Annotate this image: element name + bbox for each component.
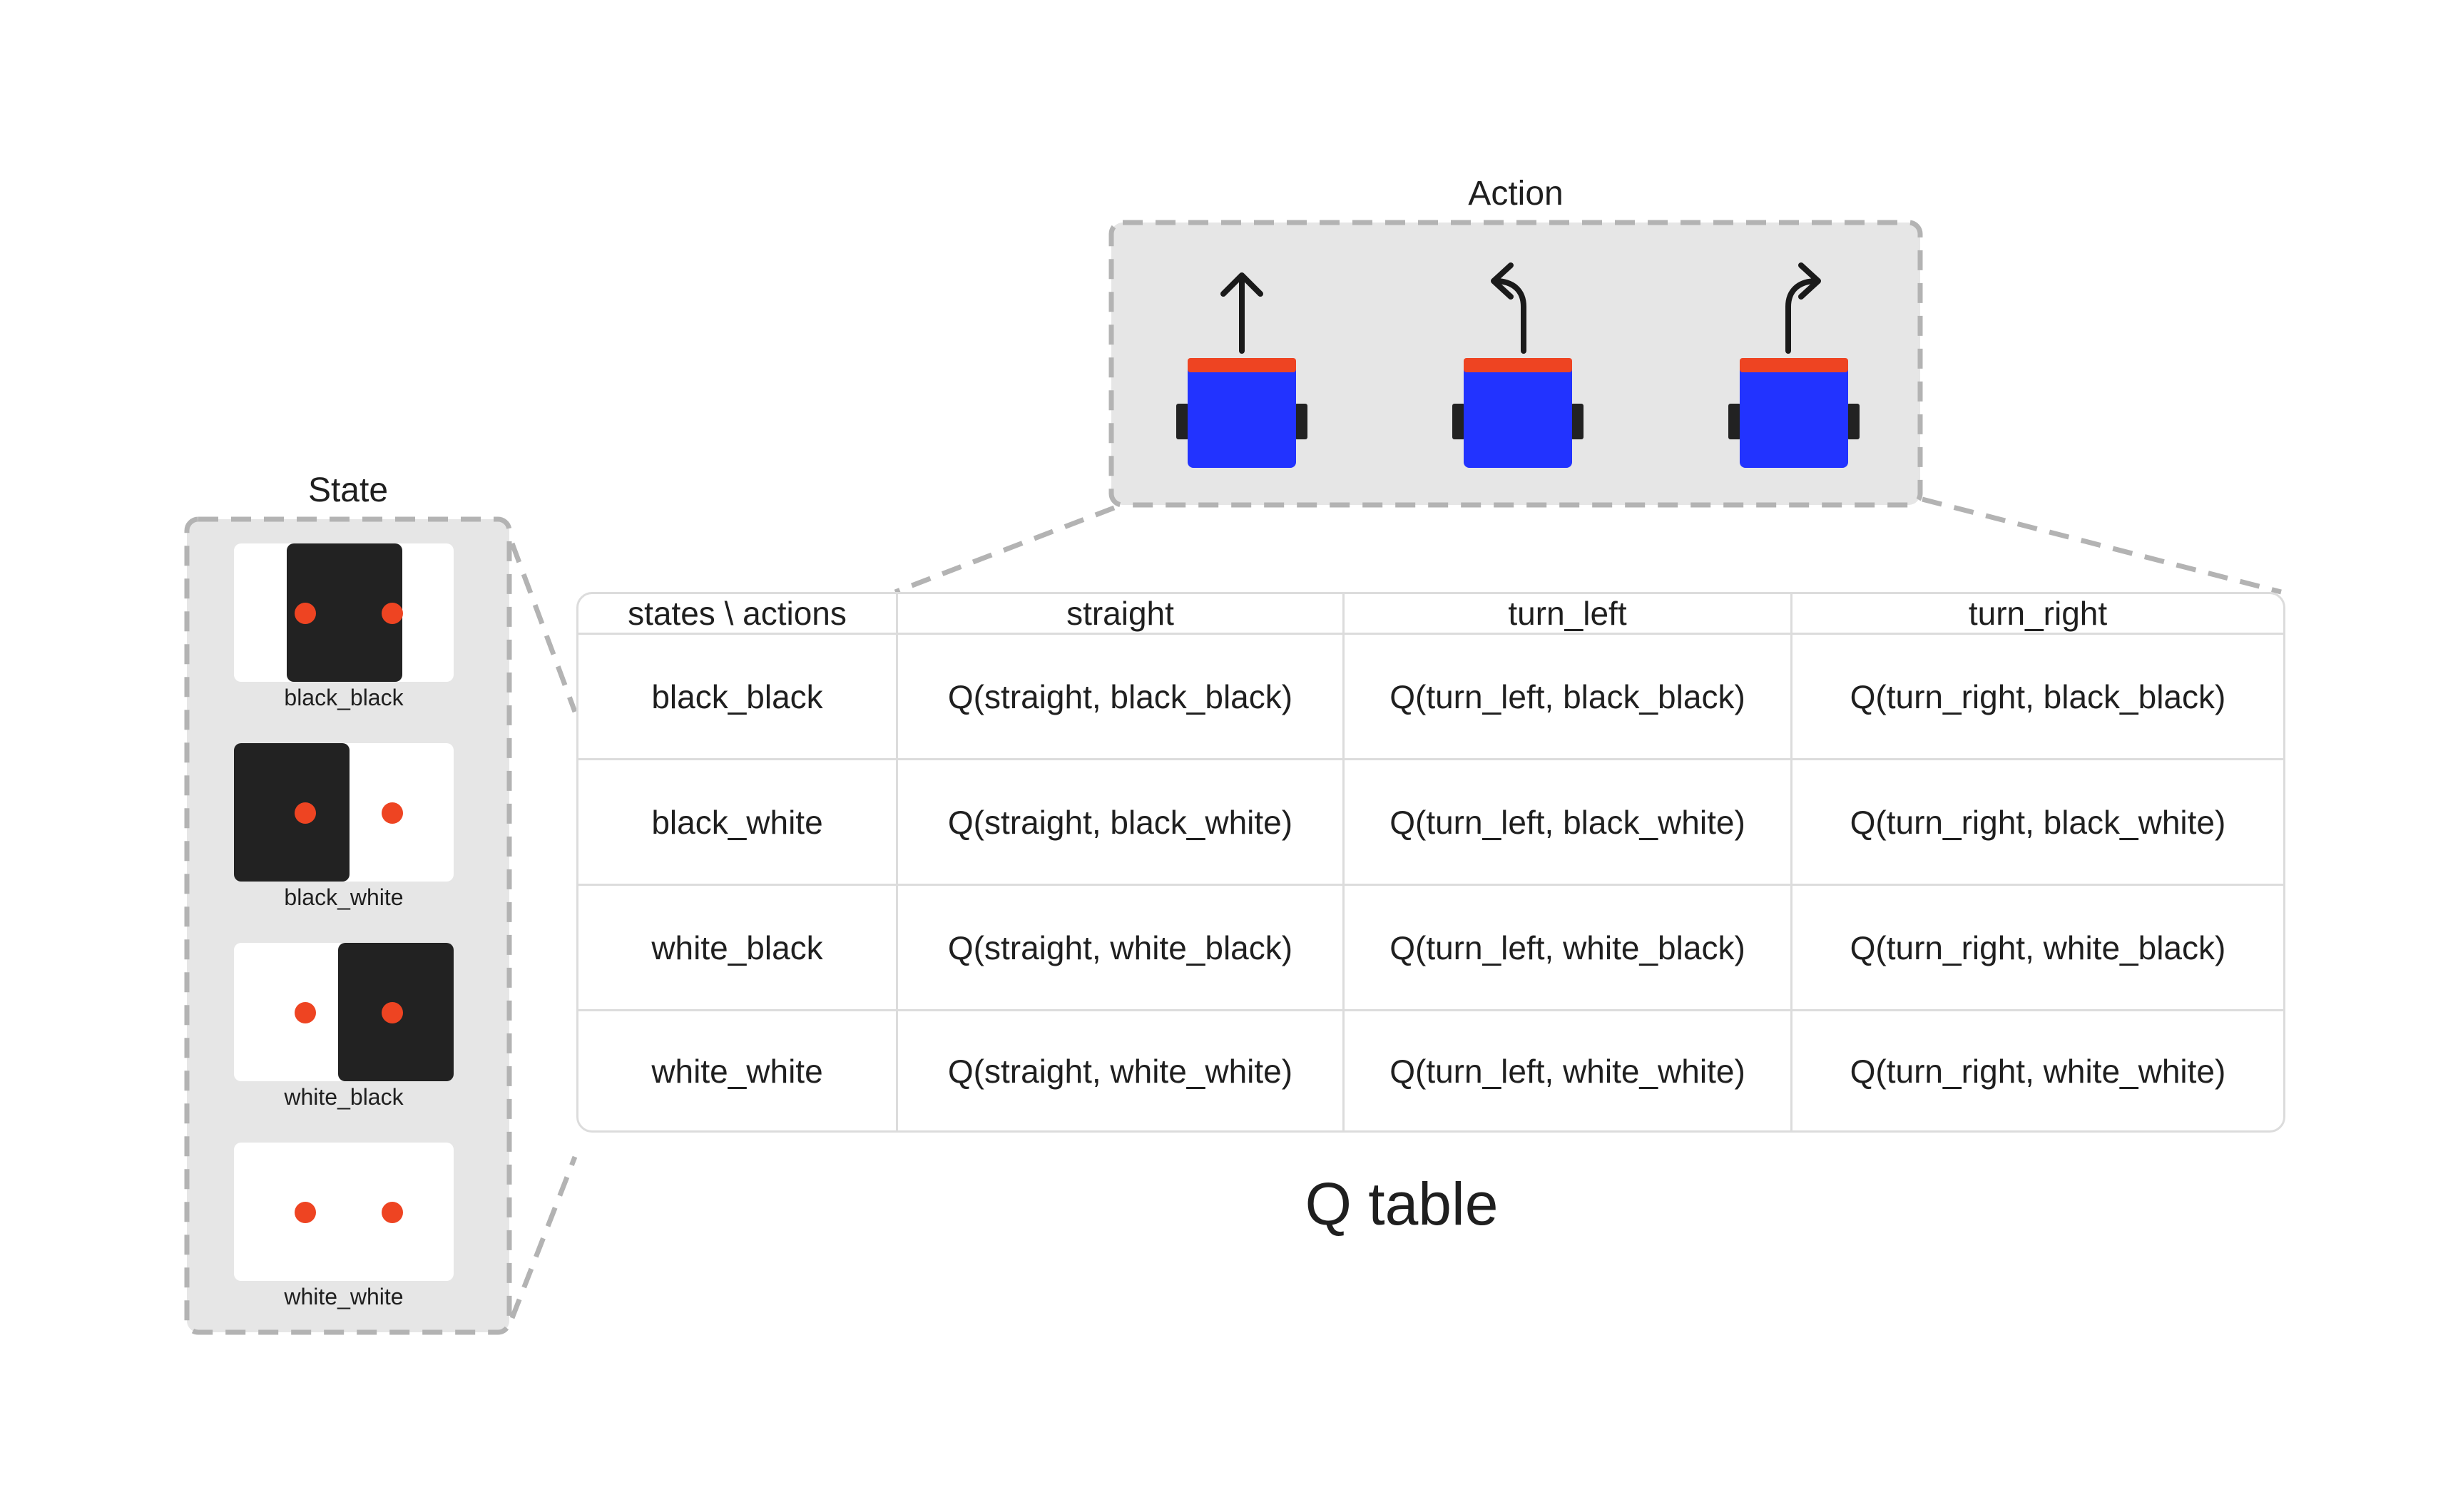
header-cell-turn-left: turn_left: [1345, 594, 1792, 635]
q-value-cell: Q(straight, white_white): [898, 1011, 1345, 1130]
arrow-stroke: [1491, 262, 1526, 354]
state-cell-black-white: [234, 743, 454, 882]
action-connector-left: [894, 505, 1116, 595]
table-row: white_white Q(straight, white_white) Q(t…: [578, 1011, 2283, 1130]
q-value-cell: Q(turn_right, white_white): [1850, 1052, 2226, 1090]
robot-action-1: [1176, 272, 1307, 468]
robot-front-marker: [1188, 358, 1296, 372]
left-wheel: [1728, 404, 1741, 439]
robot-body: [1740, 358, 1848, 468]
action-panel-title: Action: [1468, 175, 1564, 213]
q-value-cell: Q(turn_left, black_white): [1345, 760, 1792, 887]
header-cell-turn-right: turn_right: [1792, 594, 2283, 635]
state-cells: [234, 543, 454, 1281]
q-value-cell: Q(turn_left, white_white): [1345, 1011, 1792, 1130]
arrow-turn-right-icon: [1785, 262, 1821, 354]
right-sensor-dot: [382, 1202, 403, 1223]
arrow-turn-left-icon: [1491, 262, 1526, 354]
black-line-region: [287, 543, 402, 682]
row-state-cell: white_white: [578, 1011, 898, 1130]
arrow-up-icon: [1220, 272, 1263, 354]
left-sensor-dot: [295, 603, 316, 624]
left-sensor-dot: [295, 802, 316, 824]
state-cell-white-white: [234, 1143, 454, 1281]
left-wheel: [1452, 404, 1465, 439]
left-wheel: [1176, 404, 1189, 439]
row-state-cell: black_white: [578, 760, 898, 887]
row-state-cell: black_black: [578, 635, 898, 761]
right-wheel: [1847, 404, 1860, 439]
header-cell-straight: straight: [898, 594, 1345, 635]
white-surface: [234, 1143, 454, 1281]
state-panel: [184, 516, 512, 1335]
table-header-row: states \ actions straight turn_left turn…: [578, 594, 2283, 635]
state-cell-black-black: [234, 543, 454, 682]
connector-lines: [509, 496, 2282, 1319]
right-sensor-dot: [382, 603, 403, 624]
right-wheel: [1571, 404, 1584, 439]
state-label-black-white: black_white: [284, 884, 404, 910]
table-row: black_black Q(straight, black_black) Q(t…: [578, 635, 2283, 761]
q-value-cell: Q(straight, white_black): [898, 886, 1345, 1012]
state-label-white-black: white_black: [284, 1084, 404, 1110]
row-state-cell: white_black: [578, 886, 898, 1012]
q-value-cell: Q(turn_right, black_black): [1792, 635, 2283, 761]
arrow-stroke: [1220, 272, 1263, 354]
black-line-region: [234, 743, 350, 882]
robot-front-marker: [1464, 358, 1572, 372]
q-table: states \ actions straight turn_left turn…: [576, 592, 2285, 1133]
robot-action-2: [1452, 262, 1584, 468]
q-table-caption: Q table: [1305, 1170, 1499, 1237]
robot-body: [1188, 358, 1296, 468]
q-value-cell: Q(straight, black_black): [898, 635, 1345, 761]
state-cell-white-black: [234, 943, 454, 1081]
action-robots: [1176, 262, 1860, 468]
table-row: white_black Q(straight, white_black) Q(t…: [578, 886, 2283, 1012]
action-connector-right: [1922, 496, 2282, 595]
q-value-cell: Q(turn_left, black_black): [1345, 635, 1792, 761]
state-connector-top: [509, 542, 578, 713]
left-sensor-dot: [295, 1002, 316, 1023]
state-label-white-white: white_white: [284, 1284, 404, 1309]
right-sensor-dot: [382, 802, 403, 824]
state-label-black-black: black_black: [284, 685, 404, 710]
q-value-cell: Q(turn_right, white_black): [1792, 886, 2283, 1012]
robot-body: [1464, 358, 1572, 468]
right-wheel: [1295, 404, 1307, 439]
q-value-cell: Q(straight, black_white): [898, 760, 1345, 887]
q-value-cell: Q(turn_right, black_white): [1792, 760, 2283, 887]
q-value-cell: Q(turn_left, white_black): [1345, 886, 1792, 1012]
robot-front-marker: [1740, 358, 1848, 372]
robot-action-3: [1728, 262, 1860, 468]
right-sensor-dot: [382, 1002, 403, 1023]
header-cell-states-actions: states \ actions: [578, 594, 898, 635]
table-row: black_white Q(straight, black_white) Q(t…: [578, 760, 2283, 887]
state-panel-title: State: [307, 471, 389, 509]
arrow-stroke: [1785, 262, 1821, 354]
state-connector-bottom: [509, 1155, 578, 1319]
left-sensor-dot: [295, 1202, 316, 1223]
